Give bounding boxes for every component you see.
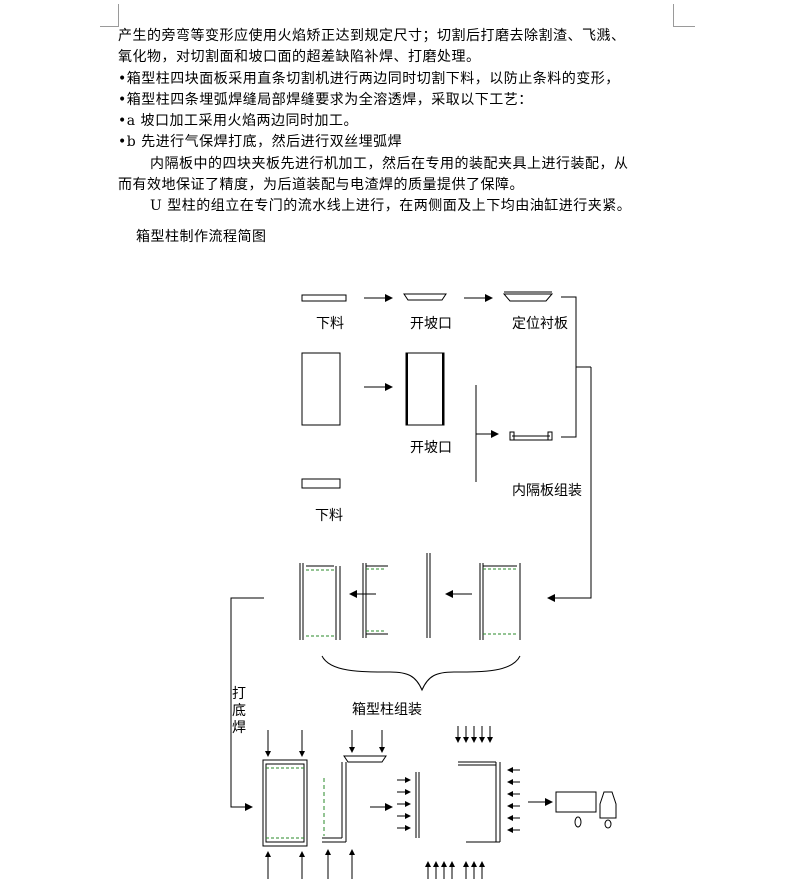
plate-strip [301, 294, 347, 302]
u-assembly-stage-3 [479, 563, 521, 640]
margin-corner-mark [118, 4, 119, 26]
paragraph-line: U 型柱的组立在专门的流水线上进行，在两侧面及上下均由油缸进行夹紧。 [150, 198, 632, 214]
liner-plate [502, 293, 554, 302]
paragraph-line: 内隔板中的四块夹板先进行机加工，然后在专用的装配夹具上进行装配，从 [150, 156, 629, 172]
beveled-plate [403, 293, 447, 301]
label-bevel: 开坡口 [410, 316, 452, 332]
paragraph-line: 产生的旁弯等变形应使用火焰矫正达到规定尺寸；切割后打磨去除割渣、飞溅、 [118, 28, 626, 44]
single-plate-stage [426, 553, 431, 638]
box-column-stage-b [322, 730, 387, 879]
bullet-item: •箱型柱四条埋弧焊缝局部焊缝要求为全溶透焊，采取以下工艺： [118, 92, 533, 108]
u-assembly-stage-2 [362, 563, 388, 638]
label-cut-2: 下料 [315, 508, 343, 524]
curly-brace [321, 655, 521, 692]
bullet-item: •a 坡口加工采用火焰两边同时加工。 [118, 113, 359, 129]
clamp-stage [397, 772, 420, 838]
label-bevel-2: 开坡口 [410, 440, 452, 456]
connector-line [547, 367, 592, 602]
flowchart-title: 箱型柱制作流程简图 [136, 229, 267, 245]
margin-corner-mark [100, 26, 119, 27]
paragraph-line: 而有效地保证了精度，为后道装配与电渣焊的质量提供了保障。 [118, 177, 524, 193]
margin-corner-mark [673, 26, 695, 27]
u-assembly-stage-1 [299, 563, 341, 640]
label-diaphragm-assembly: 内隔板组装 [512, 483, 582, 499]
label-liner: 定位衬板 [512, 316, 568, 332]
bullet-item: •b 先进行气保焊打底，然后进行双丝埋弧焊 [118, 134, 403, 150]
u-column-clamp-stage [425, 726, 520, 879]
beveled-diaphragm [405, 352, 445, 426]
bullet-item: •箱型柱四块面板采用直条切割机进行两边同时切割下料，以防止条料的变形， [118, 71, 620, 87]
label-backing-weld: 打底焊 [232, 686, 246, 736]
connector-line [230, 597, 264, 811]
plate-strip [301, 478, 341, 489]
label-cut: 下料 [316, 316, 344, 332]
margin-corner-mark [673, 4, 674, 26]
diaphragm-plate [301, 352, 341, 426]
box-column-stage-a [262, 730, 308, 879]
label-box-column-assembly: 箱型柱组装 [352, 702, 422, 718]
transport-trolley [555, 791, 617, 829]
paragraph-line: 氧化物，对切割面和坡口面的超差缺陷补焊、打磨处理。 [118, 49, 481, 65]
